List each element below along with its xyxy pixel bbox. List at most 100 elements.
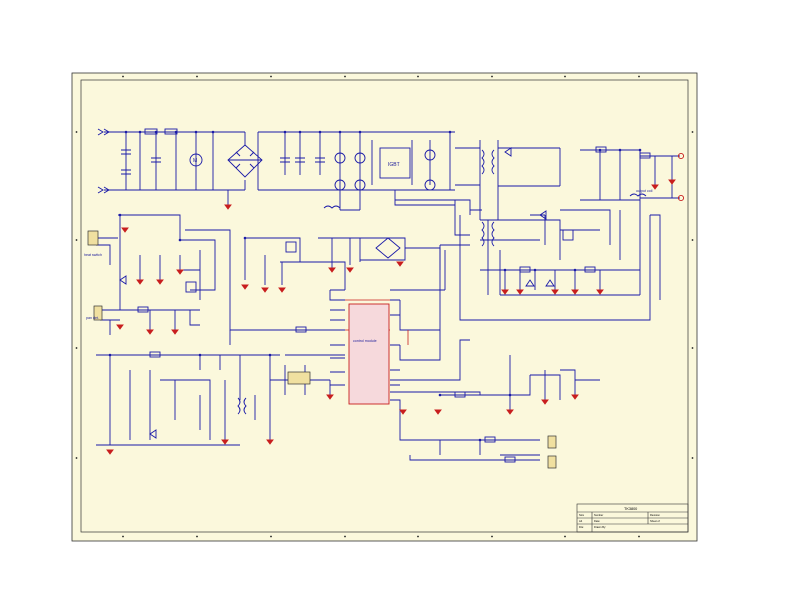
mains-terminal-icon: [97, 128, 110, 136]
output-coil-label: output coil: [636, 189, 653, 193]
resistor-icon: [454, 391, 466, 398]
transformer-icon: [237, 397, 247, 415]
control-module-label: control module: [353, 339, 377, 343]
transistor-icon: [334, 179, 346, 191]
ground-icon: [571, 289, 579, 295]
ground-icon: [596, 289, 604, 295]
junctions: [108, 130, 642, 442]
resistor-icon: [295, 326, 307, 333]
ground-icon: [266, 439, 274, 445]
diode-icon: [545, 279, 555, 287]
title-block-number-label: Number: [594, 513, 603, 517]
components: [87, 128, 685, 469]
transistor-icon: [424, 149, 436, 161]
ground-icon: [116, 324, 124, 330]
heat-switch-label: heat switch: [84, 253, 102, 257]
transformer-icon: [629, 193, 647, 197]
diode-icon: [119, 275, 127, 285]
title-block: [576, 503, 689, 533]
resistor-icon: [149, 351, 161, 358]
ground-icon: [346, 267, 354, 273]
ground-icon: [501, 289, 509, 295]
capacitor-icon: [151, 157, 161, 163]
diode-icon: [149, 429, 157, 439]
ground-icon: [506, 409, 514, 415]
mains-terminal-icon: [97, 186, 110, 194]
transformer-icon: [481, 149, 495, 175]
ground-icon: [326, 394, 334, 400]
diode-icon: [539, 210, 547, 220]
title-block-file-label: File:: [579, 525, 584, 529]
title-block-sheet-label: Sheet of: [650, 519, 660, 523]
ground-icon: [136, 279, 144, 285]
wires: [96, 131, 680, 461]
ground-icon: [668, 179, 676, 185]
transformer-icon: [323, 205, 341, 209]
diode-icon: [504, 147, 512, 157]
labels: M IGBT control module heat switch pan de…: [84, 158, 653, 343]
transistor-icon: [334, 152, 346, 164]
connector-icon: [547, 435, 557, 449]
zone-ticks: [75, 75, 694, 538]
relay-icon: [562, 229, 574, 241]
diode-icon: [525, 279, 535, 287]
ground-icon: [221, 439, 229, 445]
title-block-revision-label: Revision: [650, 513, 661, 517]
title-block-date-label: Date:: [594, 519, 600, 523]
resistor-icon: [504, 456, 516, 463]
capacitor-icon: [315, 157, 325, 163]
inverter-ic: [379, 147, 411, 179]
capacitor-icon: [295, 157, 305, 163]
fan-motor-label: M: [193, 158, 197, 164]
ground-icon: [396, 261, 404, 267]
transformer-icon: [481, 221, 495, 247]
pan-detect-label: pan det.: [86, 316, 99, 320]
pan-detect-connector: [93, 305, 103, 321]
title-block-title: TK3800: [624, 507, 637, 511]
ground-icon: [146, 329, 154, 335]
ground-icon: [328, 267, 336, 273]
transistor-icon: [424, 179, 436, 191]
inverter-ic-label: IGBT: [388, 162, 400, 168]
control-module: [348, 303, 390, 405]
ground-icon: [121, 227, 129, 233]
resistor-icon: [595, 146, 607, 153]
heat-switch-connector: [87, 230, 99, 246]
resistor-icon: [584, 266, 596, 273]
resistor-icon: [519, 266, 531, 273]
ground-icon: [224, 204, 232, 210]
resistor-icon: [639, 152, 651, 159]
ground-symbols: [106, 179, 676, 455]
relay-icon: [185, 281, 197, 293]
ground-icon: [541, 399, 549, 405]
crystal-icon: [287, 371, 311, 385]
output-terminal-icon: [677, 194, 685, 202]
title-block-drawn-label: Drawn By:: [594, 525, 606, 529]
ground-icon: [106, 449, 114, 455]
ground-icon: [516, 289, 524, 295]
ground-icon: [399, 409, 407, 415]
transistor-icon: [354, 179, 366, 191]
resistor-icon: [484, 436, 496, 443]
ground-icon: [261, 287, 269, 293]
relay-icon: [285, 241, 297, 253]
inner-border: [80, 79, 689, 533]
ground-icon: [241, 284, 249, 290]
ground-icon: [651, 184, 659, 190]
ground-icon: [571, 394, 579, 400]
title-block-size-label: Size: [579, 513, 585, 517]
ground-icon: [434, 409, 442, 415]
transistor-icon: [354, 152, 366, 164]
bridge-rectifier-icon: [375, 237, 401, 259]
ground-icon: [176, 269, 184, 275]
resistor-icon: [137, 306, 149, 313]
ground-icon: [171, 329, 179, 335]
capacitor-icon: [121, 169, 131, 175]
ground-icon: [278, 287, 286, 293]
bridge-rectifier-icon: [227, 144, 263, 178]
capacitor-icon: [121, 149, 131, 155]
capacitor-icon: [280, 157, 290, 163]
ground-icon: [156, 279, 164, 285]
connector-icon: [547, 455, 557, 469]
